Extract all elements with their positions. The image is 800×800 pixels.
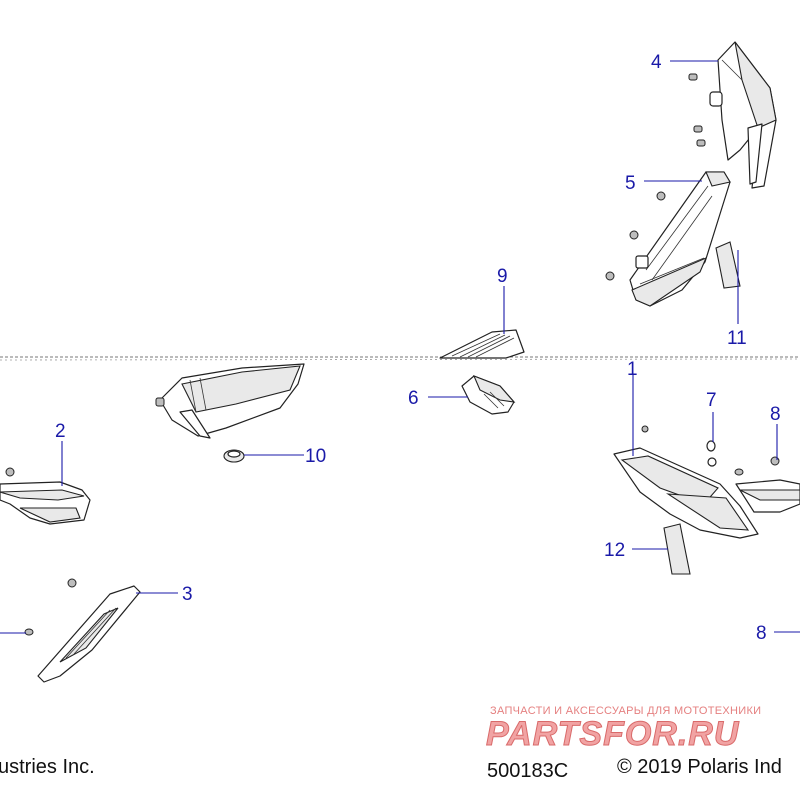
part-4-housing [709, 41, 777, 189]
part-10-grommet [223, 449, 245, 463]
callout-6: 6 [408, 388, 419, 409]
callout-10: 10 [305, 446, 326, 467]
callout-4: 4 [651, 52, 662, 73]
part-8-right-lens [734, 456, 800, 513]
callout-11: 11 [727, 328, 747, 349]
watermark: ЗАПЧАСТИ И АКСЕССУАРЫ ДЛЯ МОТОТЕХНИКИ PA… [485, 705, 786, 755]
drawing-number: 500183C [487, 760, 569, 782]
scan-seam [0, 356, 800, 361]
part-11-lens-pad [715, 241, 741, 289]
part-6-small-lens [461, 375, 516, 415]
watermark-tagline: ЗАПЧАСТИ И АКСЕССУАРЫ ДЛЯ МОТОТЕХНИКИ [490, 705, 762, 717]
callout-8-upper: 8 [770, 404, 781, 425]
copyright-left: ustries Inc. [0, 756, 95, 778]
callout-1: 1 [627, 359, 638, 380]
callout-3: 3 [182, 584, 193, 605]
headlight-housing-center [155, 363, 305, 439]
part-1-right-lens [613, 425, 759, 539]
part-9-reflector [439, 329, 525, 359]
copyright-right: © 2019 Polaris Ind [617, 756, 782, 778]
callout-labels: 4 5 9 11 6 1 7 8 10 2 3 12 8 [55, 52, 781, 644]
callout-7: 7 [706, 390, 717, 411]
part-12-lens-pad [663, 523, 691, 575]
part-5-fasteners [605, 191, 666, 281]
callout-12: 12 [604, 540, 625, 561]
part-3-left-trim [24, 578, 141, 683]
part-4-screws [688, 73, 706, 147]
part-7-bulb [706, 440, 717, 467]
callout-8-lower: 8 [756, 623, 767, 644]
callout-9: 9 [497, 266, 508, 287]
part-5-lamp-assembly [629, 171, 731, 307]
leader-lines [0, 60, 800, 634]
part-2-left-lens [0, 467, 91, 525]
watermark-logo: PARTSFOR.RU [485, 715, 740, 754]
callout-2: 2 [55, 421, 66, 442]
callout-5: 5 [625, 173, 636, 194]
